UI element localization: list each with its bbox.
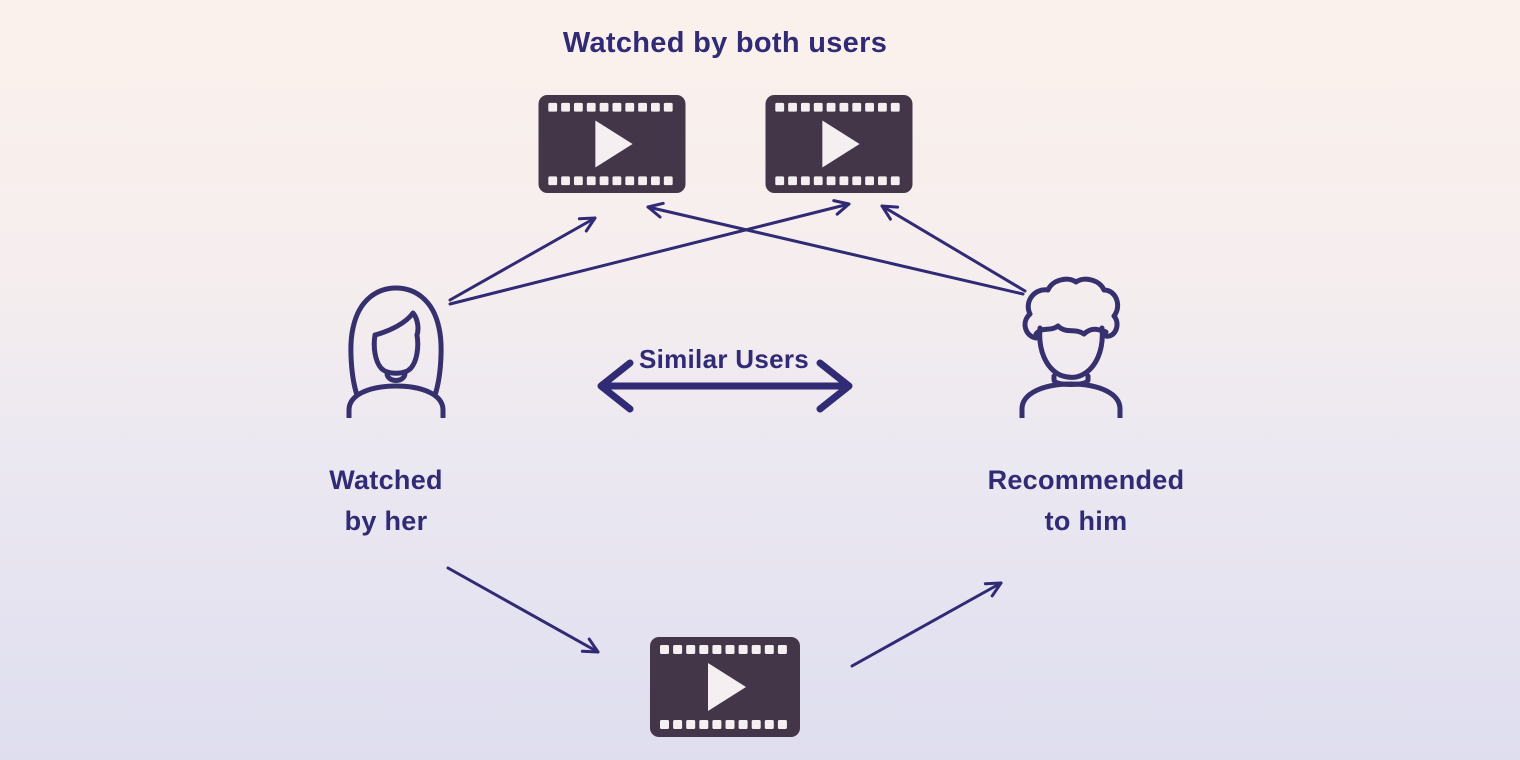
recommended-to-him-line1: Recommended	[987, 465, 1185, 495]
film-frame-play-icon-top-left	[537, 95, 687, 193]
arrow-him-to-film1	[646, 201, 1025, 296]
arrow-her-to-film2	[448, 199, 851, 306]
similar-users-label: Similar Users	[638, 344, 810, 374]
similar-users-double-arrow-icon	[597, 359, 853, 413]
arrow-bottom-film-to-him	[850, 581, 1003, 668]
watched-by-her-label: Watched by her	[329, 460, 443, 542]
film-frame-play-icon-bottom	[650, 637, 800, 737]
title-watched-by-both: Watched by both users	[562, 27, 888, 59]
woman-user-icon	[346, 285, 446, 418]
man-user-icon	[1019, 276, 1123, 418]
arrow-her-to-bottom-film	[446, 566, 600, 654]
film-frame-play-icon-top-right	[764, 95, 914, 193]
recommended-to-him-label: Recommended to him	[988, 460, 1185, 542]
recommended-to-him-line2: to him	[1044, 506, 1128, 536]
watched-by-her-line1: Watched	[329, 465, 443, 495]
arrow-him-to-film2	[880, 204, 1027, 293]
watched-by-her-line2: by her	[344, 506, 428, 536]
arrow-her-to-film1	[448, 216, 597, 302]
